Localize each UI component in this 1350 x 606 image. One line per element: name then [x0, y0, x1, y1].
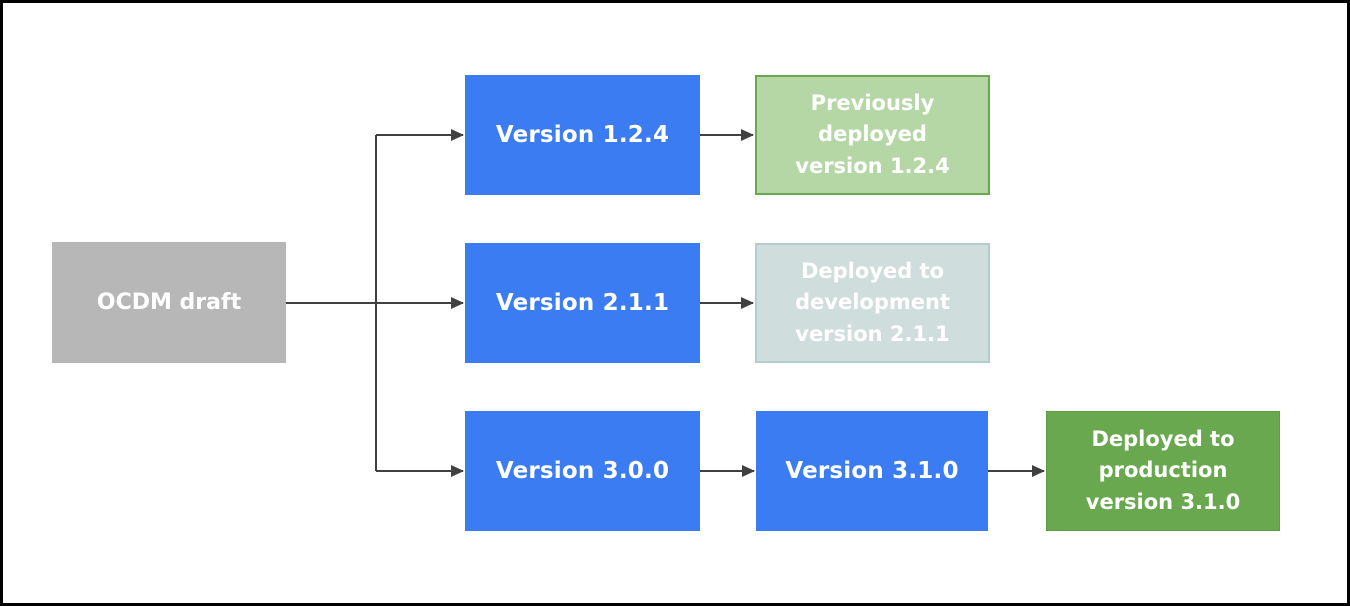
node-deployed-production-3-1-0: Deployed to production version 3.1.0: [1046, 411, 1280, 531]
node-version-3-0-0-label: Version 3.0.0: [495, 458, 670, 484]
node-version-2-1-1-label: Version 2.1.1: [495, 290, 670, 316]
node-version-1-2-4: Version 1.2.4: [465, 75, 700, 195]
node-ocdm-draft: OCDM draft: [52, 242, 286, 363]
node-deployed-development-2-1-1: Deployed to development version 2.1.1: [755, 243, 990, 363]
node-ocdm-draft-label: OCDM draft: [96, 290, 242, 315]
node-deployed-development-2-1-1-label: Deployed to development version 2.1.1: [795, 258, 950, 346]
node-deployed-production-3-1-0-label: Deployed to production version 3.1.0: [1085, 426, 1241, 514]
node-previously-deployed-1-2-4: Previously deployed version 1.2.4: [755, 75, 990, 195]
node-version-3-1-0: Version 3.1.0: [756, 411, 988, 531]
node-previously-deployed-1-2-4-label: Previously deployed version 1.2.4: [795, 90, 950, 178]
node-version-3-1-0-label: Version 3.1.0: [785, 458, 959, 484]
node-version-2-1-1: Version 2.1.1: [465, 243, 700, 363]
node-version-3-0-0: Version 3.0.0: [465, 411, 700, 531]
node-version-1-2-4-label: Version 1.2.4: [495, 122, 670, 148]
